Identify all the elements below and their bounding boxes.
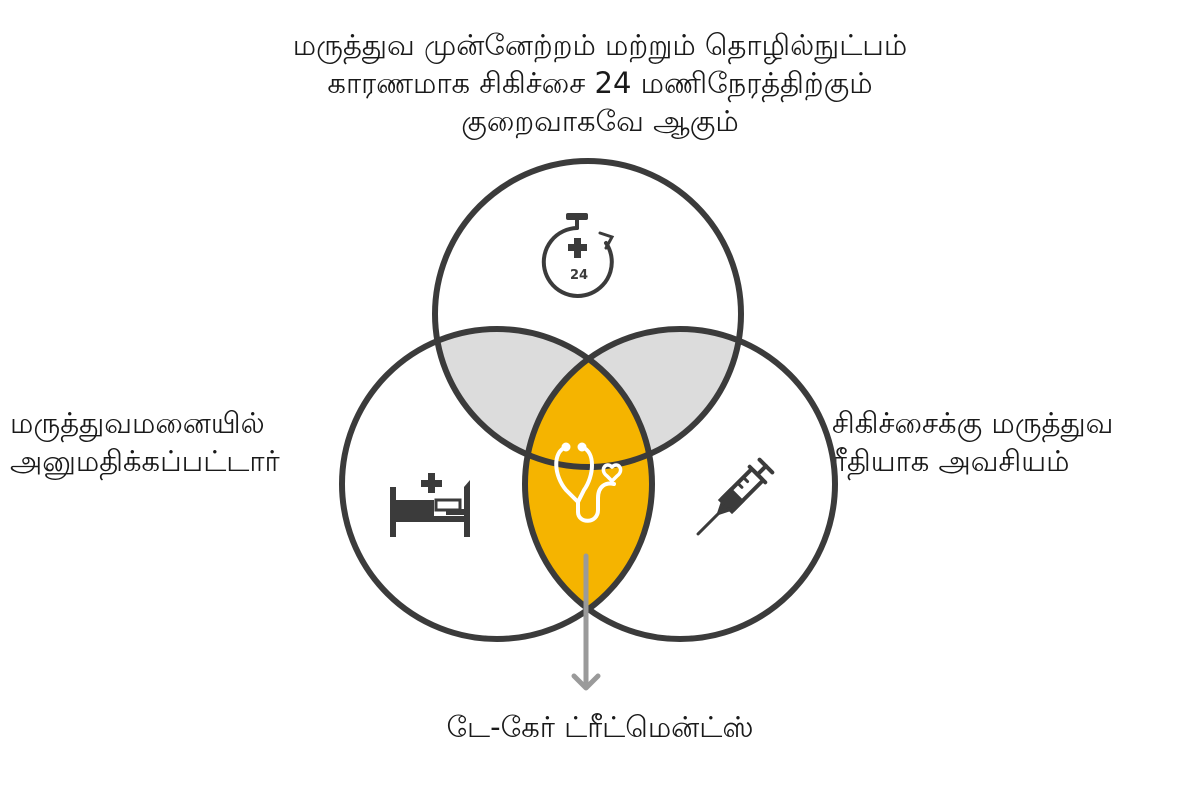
center-overlap-label: டே-கேர் ட்ரீட்மென்ட்ஸ் xyxy=(446,710,754,744)
top-label-line-3: குறைவாகவே ஆகும் xyxy=(461,104,739,138)
right-label-line-1: சிகிச்சைக்கு மருத்துவ xyxy=(832,406,1114,440)
timer-text: 24 xyxy=(570,268,588,283)
top-label-line-1: மருத்துவ முன்னேற்றம் மற்றும் தொழில்நுட்ப… xyxy=(292,28,908,62)
center-overlap-lens xyxy=(525,329,652,639)
right-circle-label: சிகிச்சைக்கு மருத்துவ ரீதியாக அவசியம் xyxy=(832,404,1194,480)
stethoscope-icon xyxy=(554,442,623,523)
hospital-bed-icon xyxy=(390,473,470,537)
right-circle xyxy=(522,326,838,642)
top-label-line-2: காரணமாக சிகிச்சை 24 மணிநேரத்திற்கும் xyxy=(327,66,873,100)
syringe-icon xyxy=(696,457,775,536)
left-circle-label: மருத்துவமனையில் அனுமதிக்கப்பட்டார் xyxy=(10,404,330,480)
down-arrow xyxy=(571,553,601,691)
stopwatch-24-medical-icon: 24 xyxy=(541,213,615,298)
top-circle-label: மருத்துவ முன்னேற்றம் மற்றும் தொழில்நுட்ப… xyxy=(150,26,1050,140)
right-label-line-2: ரீதியாக அவசியம் xyxy=(832,444,1070,478)
left-label-line-1: மருத்துவமனையில் xyxy=(10,406,265,440)
left-circle xyxy=(339,326,655,642)
top-circle xyxy=(432,158,744,470)
left-label-line-2: அனுமதிக்கப்பட்டார் xyxy=(10,444,280,478)
